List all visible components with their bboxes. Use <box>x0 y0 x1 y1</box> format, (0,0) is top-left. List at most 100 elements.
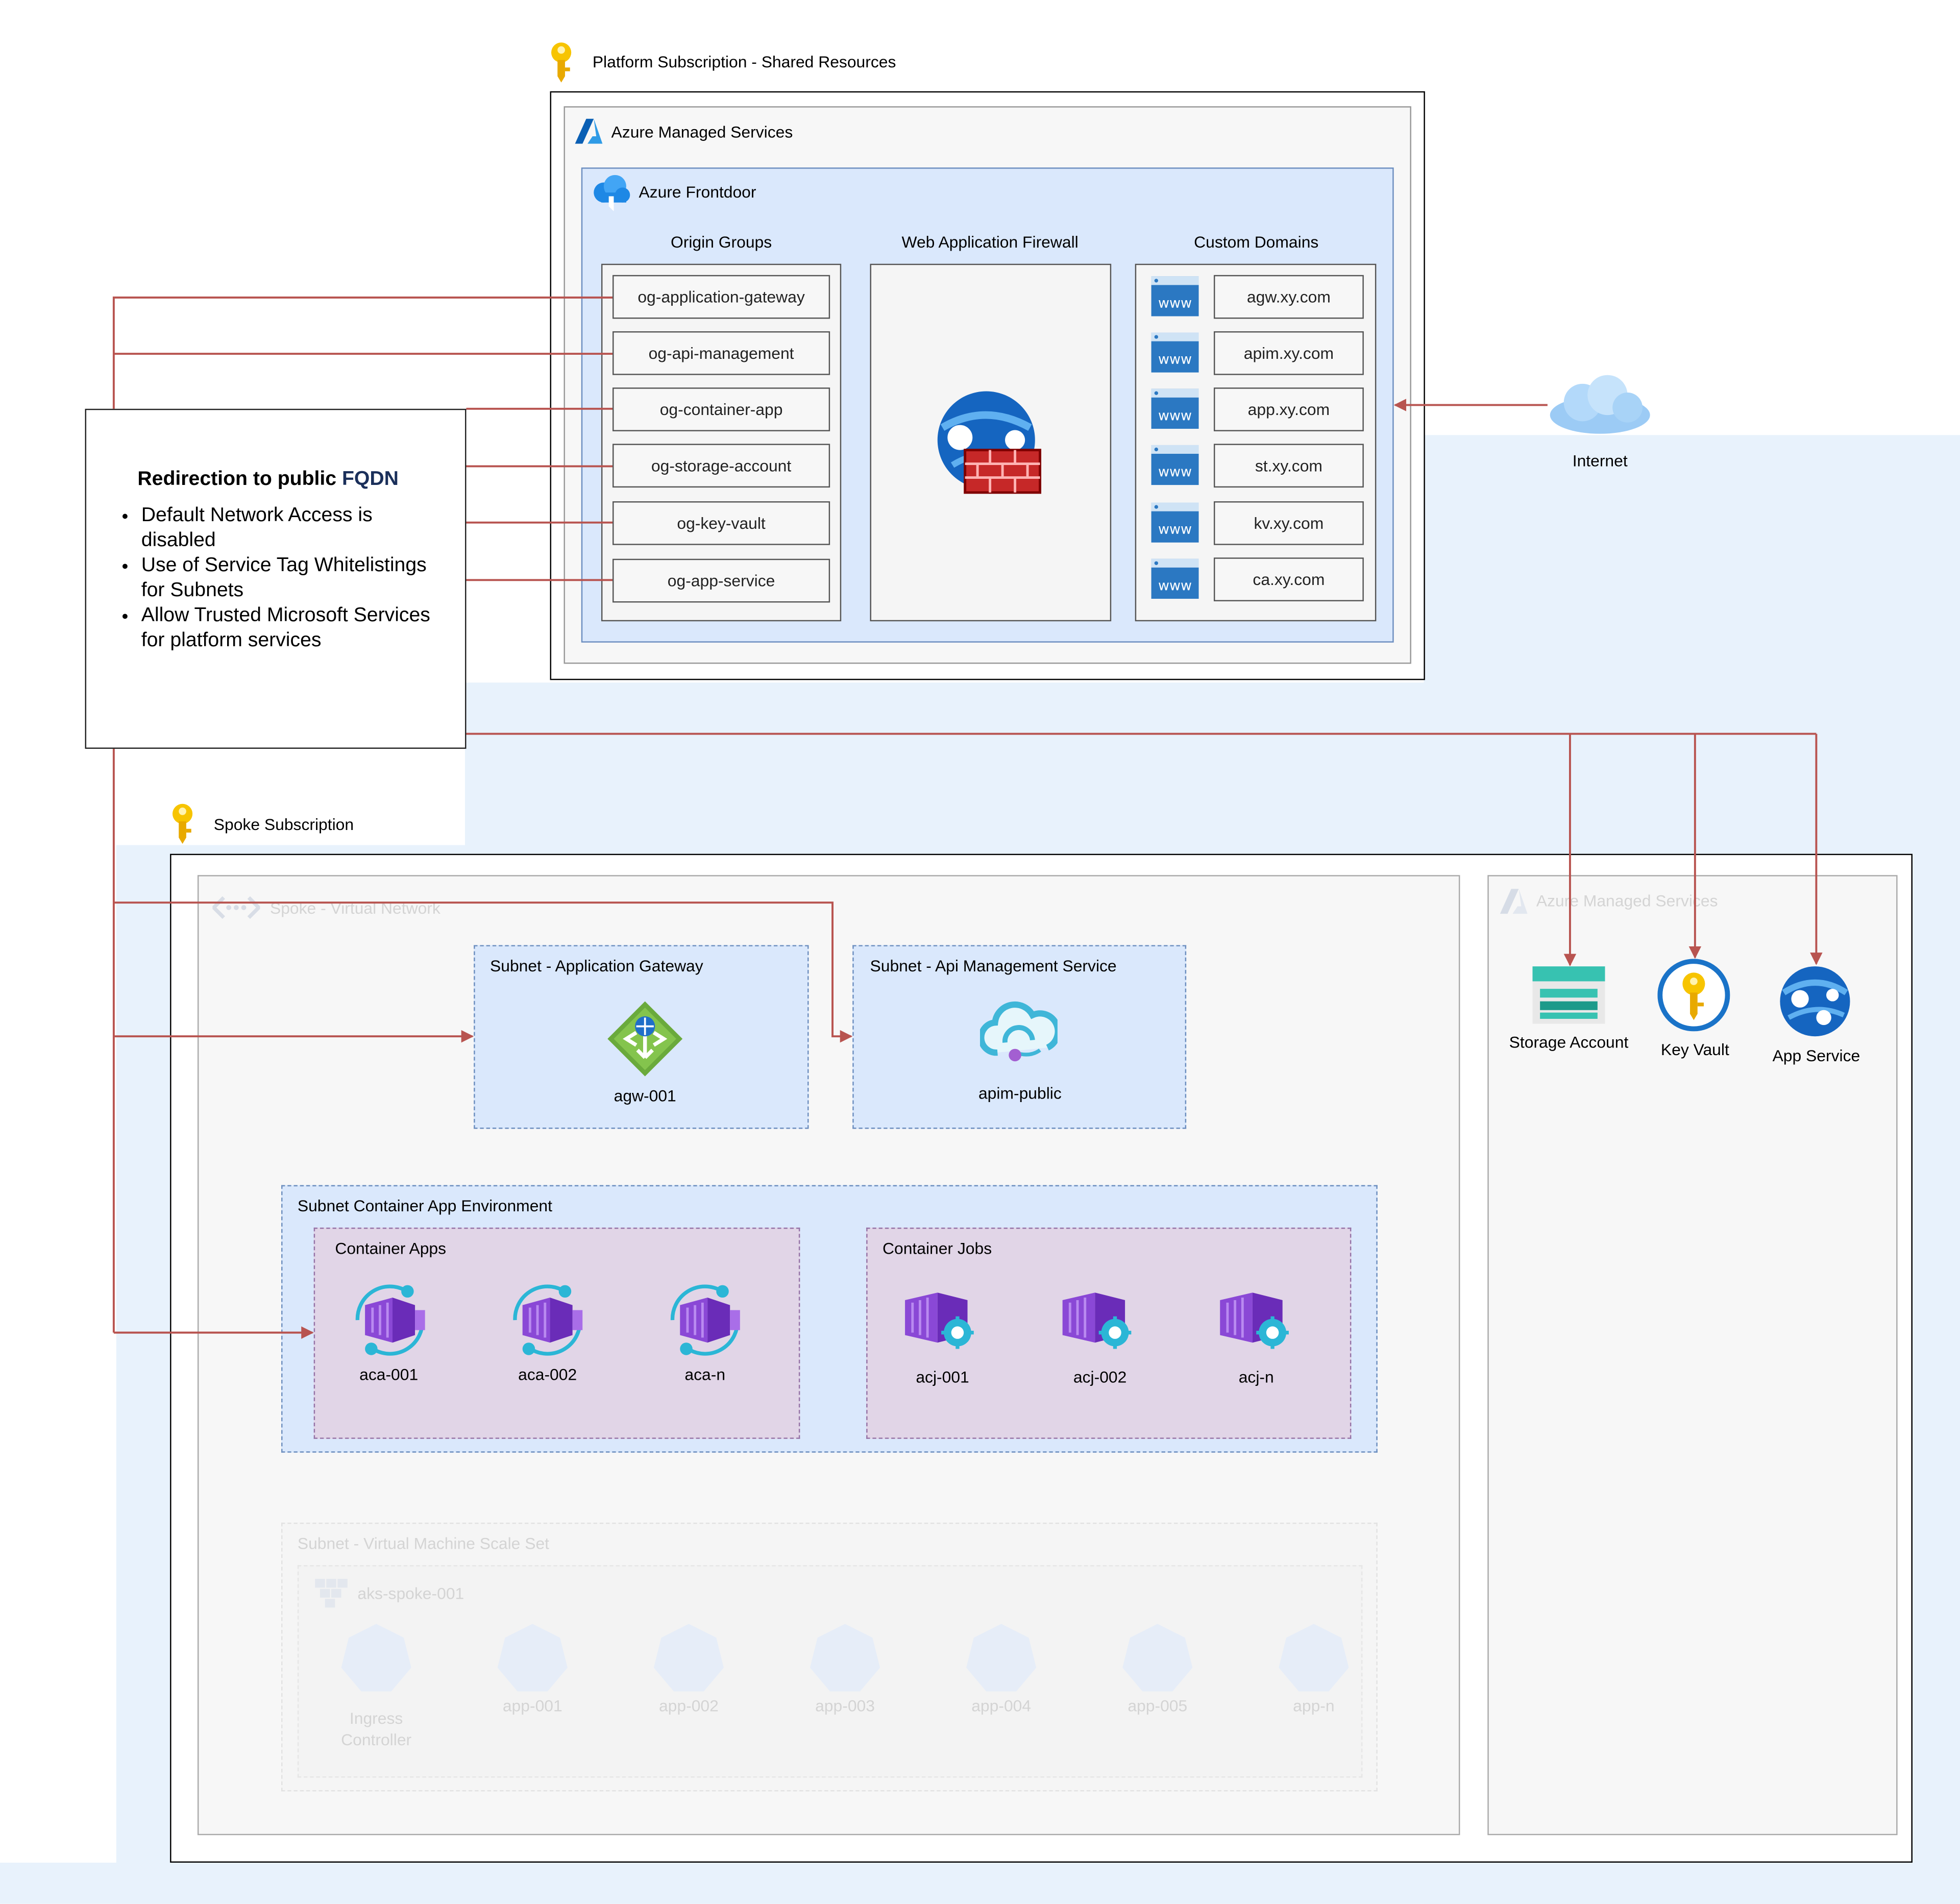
custom-domain-box[interactable]: agw.xy.com <box>1213 275 1364 319</box>
app-service-icon[interactable] <box>1779 965 1851 1038</box>
kubernetes-pod-icon <box>497 1624 568 1692</box>
key-vault-icon[interactable] <box>1657 959 1730 1032</box>
aks-node-label: app-002 <box>658 1696 719 1716</box>
azure-logo-icon <box>1500 889 1528 914</box>
aks-node-label: Ingress Controller <box>341 1708 412 1749</box>
custom-domain-box[interactable]: ca.xy.com <box>1213 557 1364 601</box>
container-app-icon[interactable] <box>665 1283 745 1358</box>
vnet-icon <box>212 895 260 920</box>
subnet-apim-title: Subnet - Api Management Service <box>870 956 1117 975</box>
origin-group-box[interactable]: og-storage-account <box>612 444 830 488</box>
backdrop-band-middle <box>465 682 1960 845</box>
internet-label: Internet <box>1572 451 1628 470</box>
origin-groups-title: Origin Groups <box>670 232 772 252</box>
kubernetes-pod-icon <box>1122 1624 1193 1692</box>
aks-cluster-icon <box>314 1578 349 1608</box>
container-job-label: acj-001 <box>916 1368 969 1386</box>
custom-domain-box[interactable]: app.xy.com <box>1213 387 1364 431</box>
container-app-label: aca-002 <box>518 1365 577 1384</box>
origin-group-box[interactable]: og-application-gateway <box>612 275 830 319</box>
application-gateway-icon[interactable] <box>606 1000 684 1078</box>
note-title: Redirection to public FQDN <box>114 469 450 491</box>
svg-text:www: www <box>1158 578 1192 594</box>
custom-domain-box[interactable]: st.xy.com <box>1213 444 1364 488</box>
custom-domain-box[interactable]: kv.xy.com <box>1213 501 1364 545</box>
note-title-accent: FQDN <box>341 469 399 491</box>
platform-subscription-title: Platform Subscription - Shared Resources <box>592 52 896 71</box>
note-bullet: Allow Trusted Microsoft Services for pla… <box>141 604 450 654</box>
kubernetes-pod-icon <box>966 1624 1037 1692</box>
managed-service-label: Key Vault <box>1660 1040 1729 1059</box>
note-bullet-list: Default Network Access is disabled Use o… <box>114 504 450 654</box>
aks-title: aks-spoke-001 <box>357 1583 464 1603</box>
svg-text:www: www <box>1158 464 1192 480</box>
spoke-managed-services-title: Azure Managed Services <box>1536 891 1718 910</box>
wire-to-apim-subnet <box>113 901 853 1043</box>
www-icon: www <box>1151 558 1199 599</box>
spoke-managed-services-frame <box>1487 875 1898 1836</box>
waf-firewall-icon[interactable] <box>935 390 1043 495</box>
aks-node-label: app-n <box>1293 1696 1335 1716</box>
custom-domains-title: Custom Domains <box>1194 232 1319 252</box>
container-jobs-title: Container Jobs <box>882 1238 992 1258</box>
container-app-label: aca-001 <box>359 1365 419 1384</box>
aks-node-label: app-004 <box>971 1696 1032 1716</box>
internet-cloud-icon[interactable] <box>1548 373 1653 437</box>
subnet-cae-title: Subnet Container App Environment <box>297 1196 552 1215</box>
kubernetes-pod-icon <box>653 1624 724 1692</box>
note-bullet: Use of Service Tag Whitelistings for Sub… <box>141 554 450 604</box>
key-icon <box>167 802 198 847</box>
kubernetes-pod-icon <box>1279 1624 1349 1692</box>
subnet-agw-title: Subnet - Application Gateway <box>490 956 703 975</box>
custom-domain-box[interactable]: apim.xy.com <box>1213 331 1364 375</box>
container-job-label: acj-002 <box>1073 1368 1127 1386</box>
container-job-icon[interactable] <box>1217 1292 1297 1350</box>
container-app-label: aca-n <box>684 1365 726 1384</box>
container-job-label: acj-n <box>1238 1368 1274 1386</box>
wire-agw-origin <box>112 296 613 409</box>
container-app-icon[interactable] <box>507 1283 587 1358</box>
aks-node-label: app-005 <box>1128 1696 1188 1716</box>
waf-title: Web Application Firewall <box>901 232 1079 252</box>
api-management-icon[interactable] <box>980 1000 1058 1067</box>
svg-text:www: www <box>1158 408 1192 424</box>
origin-group-box[interactable]: og-api-management <box>612 331 830 375</box>
azure-logo-icon <box>575 118 603 144</box>
container-job-icon[interactable] <box>902 1292 983 1350</box>
frontdoor-cloud-icon <box>590 174 632 211</box>
subnet-vmss-title: Subnet - Virtual Machine Scale Set <box>297 1533 550 1553</box>
managed-service-label: App Service <box>1772 1046 1860 1065</box>
storage-account-icon[interactable] <box>1532 966 1605 1024</box>
origin-group-box[interactable]: og-container-app <box>612 387 830 431</box>
www-icon: www <box>1151 332 1199 373</box>
svg-text:www: www <box>1158 522 1192 538</box>
www-icon: www <box>1151 502 1199 543</box>
spoke-subscription-title: Spoke Subscription <box>213 815 354 834</box>
agw-label: agw-001 <box>614 1086 676 1105</box>
origin-group-box[interactable]: og-app-service <box>612 558 830 603</box>
www-icon: www <box>1151 276 1199 316</box>
aks-node-label: app-003 <box>815 1696 875 1716</box>
platform-managed-services-title: Azure Managed Services <box>611 123 793 141</box>
kubernetes-pod-icon <box>341 1624 411 1692</box>
svg-text:www: www <box>1158 295 1192 311</box>
www-icon: www <box>1151 388 1199 429</box>
backdrop-band-bottom <box>0 1863 1960 1904</box>
kubernetes-pod-icon <box>810 1624 880 1692</box>
svg-text:www: www <box>1158 352 1192 368</box>
apim-label: apim-public <box>978 1084 1062 1103</box>
container-job-icon[interactable] <box>1060 1292 1140 1350</box>
www-icon: www <box>1151 445 1199 485</box>
frontdoor-title: Azure Frontdoor <box>639 182 756 202</box>
origin-group-box[interactable]: og-key-vault <box>612 501 830 545</box>
aks-node-label: app-001 <box>502 1696 562 1716</box>
managed-service-label: Storage Account <box>1509 1032 1629 1052</box>
key-icon <box>546 41 576 86</box>
note-title-text: Redirection to public <box>137 469 342 491</box>
note-bullet: Default Network Access is disabled <box>141 504 450 554</box>
container-apps-title: Container Apps <box>335 1238 447 1258</box>
container-app-icon[interactable] <box>350 1283 430 1358</box>
fqdn-redirection-note: Redirection to public FQDN Default Netwo… <box>85 408 467 749</box>
